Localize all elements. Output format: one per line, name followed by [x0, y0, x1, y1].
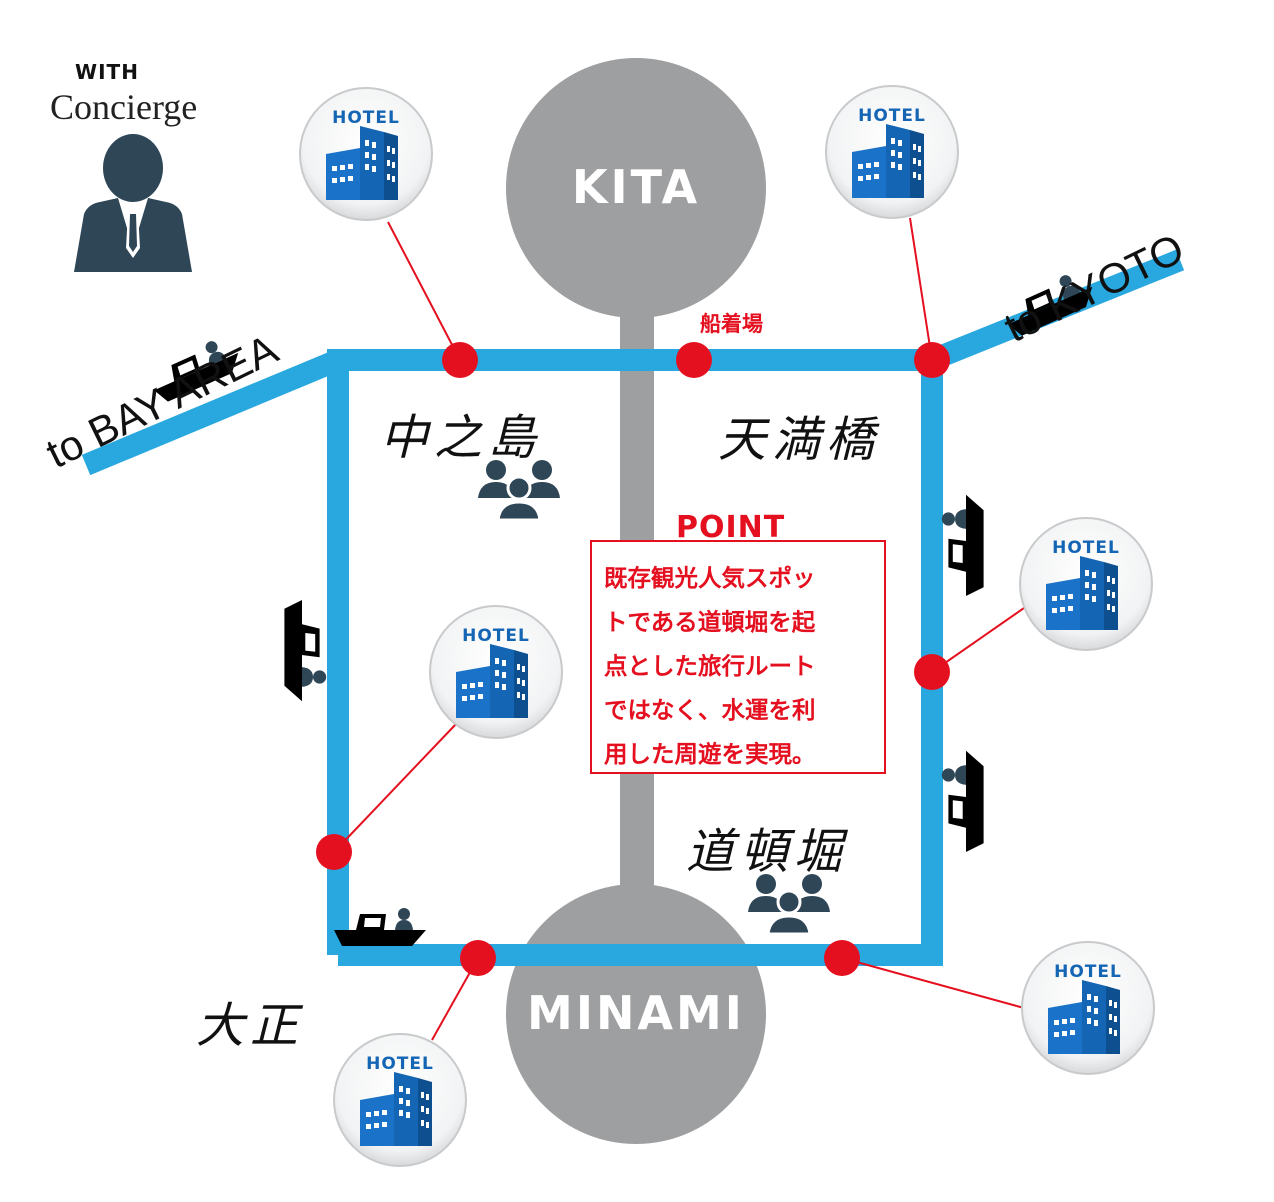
point-line: 用した周遊を実現。 — [604, 740, 816, 768]
hotel-badge-dotonbori[interactable]: HOTEL — [1020, 940, 1156, 1076]
hotel-label: HOTEL — [462, 626, 530, 646]
district-nakanoshima: 中之島 — [380, 410, 543, 466]
hotel-label: HOTEL — [1054, 962, 1122, 982]
stop-tenmabashi[interactable] — [914, 342, 950, 378]
boat-icon — [284, 600, 327, 702]
hotel-label: HOTEL — [332, 108, 400, 128]
hotel-badge-west[interactable]: HOTEL — [428, 604, 564, 740]
hotel-badge-east[interactable]: HOTEL — [1018, 516, 1154, 652]
hotel-building-icon — [360, 1072, 432, 1146]
hotel-badge-nakanoshima[interactable]: HOTEL — [298, 86, 434, 222]
point-line: ではなく、水運を利 — [604, 696, 816, 724]
river-to-bay — [81, 349, 343, 476]
point-title: POINT — [676, 510, 786, 545]
concierge-icon — [74, 134, 192, 272]
district-dotonbori: 道頓堀 — [686, 824, 849, 880]
hotel-building-icon — [1046, 556, 1118, 630]
hotel-label: HOTEL — [366, 1054, 434, 1074]
hotel-badge-taisho[interactable]: HOTEL — [332, 1032, 468, 1168]
hotel-building-icon — [326, 126, 398, 200]
boat-icon — [941, 750, 984, 852]
stop-west[interactable] — [316, 834, 352, 870]
kita-label: KITA — [571, 160, 701, 214]
people-group-icon — [746, 872, 832, 936]
with-label: WITH — [75, 60, 139, 84]
people-group-icon — [476, 458, 562, 522]
concierge-label: Concierge — [50, 87, 198, 127]
hotel-label: HOTEL — [858, 106, 926, 126]
point-box: 既存観光人気スポッ トである道頓堀を起 点とした旅行ルート ではなく、水運を利 … — [590, 540, 886, 774]
stop-nakanoshima[interactable] — [442, 342, 478, 378]
stop-taisho[interactable] — [460, 940, 496, 976]
point-line: 点とした旅行ルート — [604, 652, 816, 680]
hotel-label: HOTEL — [1052, 538, 1120, 558]
district-taisho: 大正 — [196, 998, 305, 1054]
stop-east[interactable] — [914, 654, 950, 690]
point-line: トである道頓堀を起 — [604, 608, 816, 636]
boat-stops — [316, 342, 950, 976]
hotel-building-icon — [456, 644, 528, 718]
stop-pier[interactable] — [676, 342, 712, 378]
district-tenmabashi: 天満橋 — [718, 412, 881, 468]
stop-dotonbori[interactable] — [824, 940, 860, 976]
hotel-badge-tenmabashi[interactable]: HOTEL — [824, 84, 960, 220]
kita-hub — [506, 58, 766, 318]
hotel-building-icon — [852, 124, 924, 198]
boat-icon — [941, 494, 984, 596]
hotel-building-icon — [1048, 980, 1120, 1054]
point-line: 既存観光人気スポッ — [604, 564, 816, 592]
minami-label: MINAMI — [527, 986, 745, 1040]
pier-label: 船着場 — [700, 312, 763, 336]
